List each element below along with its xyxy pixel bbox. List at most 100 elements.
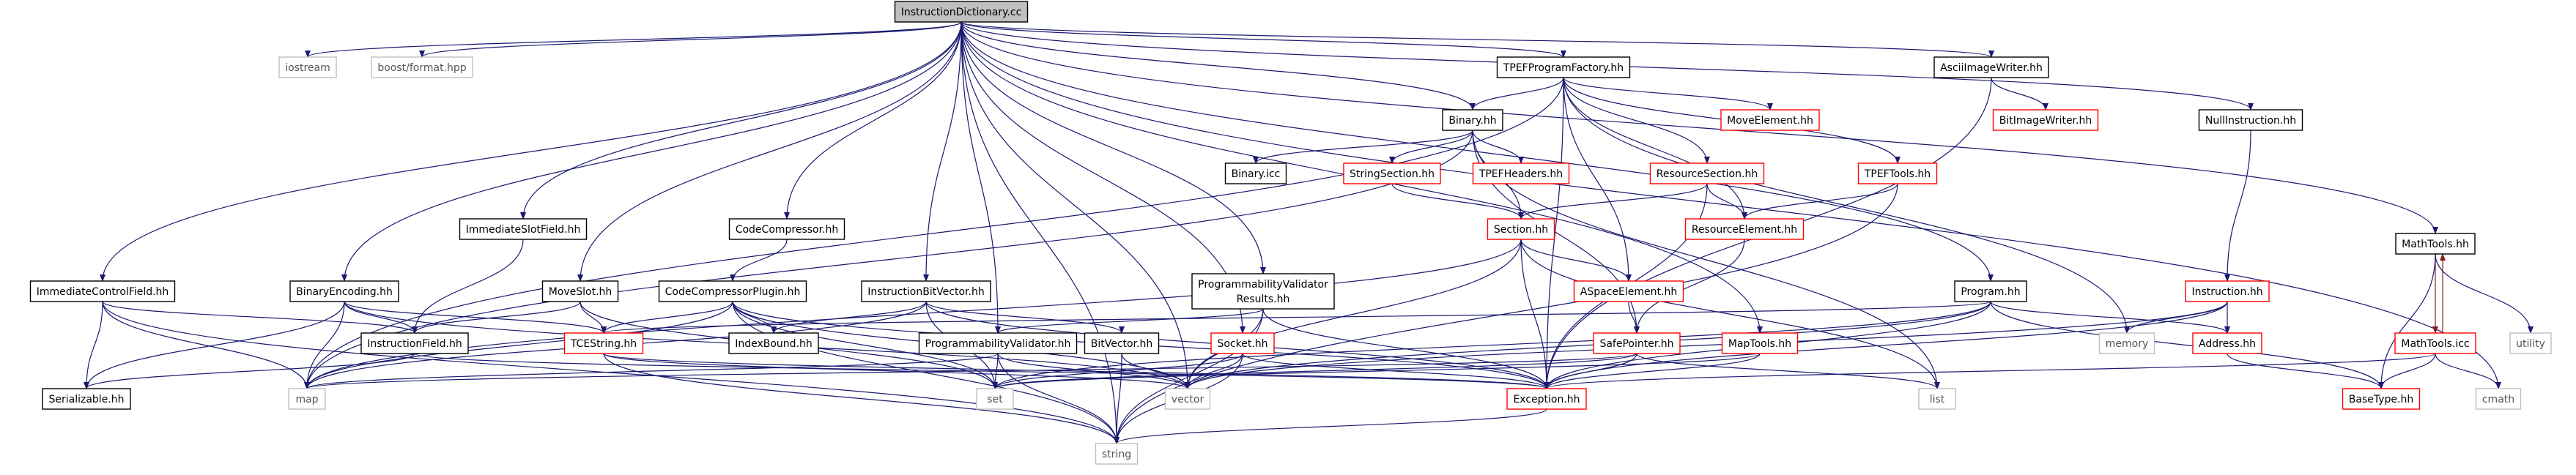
node-mathtoolsicc[interactable]: MathTools.icc [2394, 332, 2476, 354]
edge-resourceelement-to-safepointer [1634, 239, 1745, 334]
node-instructionfield[interactable]: InstructionField.hh [360, 332, 469, 354]
node-serializable[interactable]: Serializable.hh [42, 388, 131, 410]
node-safepointer[interactable]: SafePointer.hh [1593, 332, 1681, 354]
node-resourcesection[interactable]: ResourceSection.hh [1649, 162, 1765, 184]
node-label: BinaryEncoding.hh [296, 286, 393, 298]
node-tpeftools[interactable]: TPEFTools.hh [1857, 162, 1938, 184]
edge-tpeftools-to-string [1114, 183, 1898, 444]
node-binaryencoding[interactable]: BinaryEncoding.hh [289, 280, 399, 302]
edge-root-to-immcontrolfield [100, 21, 962, 282]
node-exception[interactable]: Exception.hh [1506, 388, 1587, 410]
node-label: utility [2516, 338, 2545, 350]
node-label: Instruction.hh [2191, 286, 2262, 298]
edge-program-to-set [992, 301, 1991, 389]
edge-progvalidator-to-map [304, 353, 999, 389]
edge-ccplugin-to-map [304, 301, 733, 389]
node-tpefheaders[interactable]: TPEFHeaders.hh [1472, 162, 1570, 184]
node-program[interactable]: Program.hh [1954, 280, 2027, 302]
node-box [1933, 56, 2049, 78]
node-box [1343, 162, 1441, 184]
node-box [1496, 56, 1631, 78]
edge-resourcesection-to-section [1518, 183, 1708, 220]
edge-mathtoolsicc-to-cmath [2435, 353, 2501, 389]
node-mathtools[interactable]: MathTools.hh [2395, 233, 2476, 255]
node-bitvector[interactable]: BitVector.hh [1084, 332, 1160, 354]
node-asciiwriter[interactable]: AsciiImageWriter.hh [1933, 56, 2049, 78]
node-socket[interactable]: Socket.hh [1210, 332, 1275, 354]
node-box [1992, 109, 2099, 131]
node-box [1593, 332, 1681, 354]
edge-root-to-mathtools [961, 21, 2438, 234]
node-instrbitvector[interactable]: InstructionBitVector.hh [861, 280, 991, 302]
edge-program-to-address [1990, 301, 2230, 334]
edge-root-to-tpeffactory [961, 21, 1566, 58]
edge-address-to-basetype [2227, 353, 2384, 389]
node-label: ASpaceElement.hh [1580, 286, 1677, 298]
node-map: map [288, 388, 326, 410]
edge-root-to-vector [961, 21, 1191, 389]
node-label: Exception.hh [1513, 394, 1580, 405]
node-tpeffactory[interactable]: TPEFProgramFactory.hh [1496, 56, 1631, 78]
node-label: SafePointer.hh [1599, 338, 1673, 350]
node-resourceelement[interactable]: ResourceElement.hh [1684, 218, 1805, 240]
node-maptools[interactable]: MapTools.hh [1721, 332, 1799, 354]
node-box [1210, 332, 1275, 354]
node-label: ImmediateControlField.hh [37, 286, 169, 298]
edge-mathtools-to-utility [2435, 253, 2534, 334]
node-box [459, 218, 588, 240]
node-aspaceelement[interactable]: ASpaceElement.hh [1573, 280, 1684, 302]
node-address[interactable]: Address.hh [2192, 332, 2262, 354]
node-label: ProgrammabilityValidator.hh [925, 338, 1071, 350]
edge-root-to-program [961, 21, 1994, 282]
node-immslotfield[interactable]: ImmediateSlotField.hh [459, 218, 588, 240]
node-label: MapTools.hh [1728, 338, 1791, 350]
edge-binaryencoding-to-map [304, 301, 345, 389]
node-moveslot[interactable]: MoveSlot.hh [541, 280, 619, 302]
node-stringsection[interactable]: StringSection.hh [1343, 162, 1441, 184]
node-label: MoveElement.hh [1727, 115, 1813, 127]
node-indexbound[interactable]: IndexBound.hh [728, 332, 819, 354]
node-cmath: cmath [2475, 388, 2522, 410]
node-immcontrolfield[interactable]: ImmediateControlField.hh [29, 280, 176, 302]
node-box [1954, 280, 2027, 302]
edge-resourcesection-to-resourceelement [1706, 183, 1747, 220]
node-label: string [1102, 449, 1131, 460]
edge-socket-to-vector [1185, 353, 1243, 389]
edge-root-to-cmath [961, 21, 2501, 389]
edge-tpeffactory-to-moveelement [1563, 77, 1773, 111]
node-box [42, 388, 131, 410]
edge-program-to-tcestring [601, 301, 1991, 334]
node-ccplugin[interactable]: CodeCompressorPlugin.hh [658, 280, 807, 302]
edge-tpeffactory-to-binary [1470, 77, 1564, 111]
node-codecompressor[interactable]: CodeCompressor.hh [728, 218, 845, 240]
node-label: ResourceSection.hh [1657, 168, 1758, 180]
node-binaryicc[interactable]: Binary.icc [1224, 162, 1287, 184]
node-binary[interactable]: Binary.hh [1442, 109, 1503, 131]
node-root[interactable]: InstructionDictionary.cc [894, 1, 1029, 23]
node-label: BitImageWriter.hh [1999, 115, 2092, 127]
node-nullinstr[interactable]: NullInstruction.hh [2198, 109, 2303, 131]
node-section[interactable]: Section.hh [1487, 218, 1555, 240]
node-moveelement[interactable]: MoveElement.hh [1720, 109, 1820, 131]
node-box [278, 56, 337, 78]
edge-root-to-progvalidator [961, 21, 1001, 334]
node-label: TPEFTools.hh [1864, 168, 1931, 180]
edge-ccplugin-to-indexbound [732, 301, 777, 334]
node-basetype[interactable]: BaseType.hh [2342, 388, 2421, 410]
edge-mathtools-to-basetype [2378, 253, 2436, 389]
edge-progvalresults-to-progvalidator [995, 308, 1264, 334]
edge-root-to-immslotfield [520, 21, 962, 220]
node-label: IndexBound.hh [735, 338, 813, 350]
edge-root-to-binary [961, 21, 1476, 111]
node-bitimagewriter[interactable]: BitImageWriter.hh [1992, 109, 2099, 131]
edge-ccplugin-to-set [732, 301, 998, 389]
edge-safepointer-to-list [1636, 353, 1940, 389]
node-tcestring[interactable]: TCEString.hh [563, 332, 644, 354]
node-progvalidator[interactable]: ProgrammabilityValidator.hh [918, 332, 1078, 354]
node-boostformat: boost/format.hpp [371, 56, 473, 78]
edge-tcestring-to-string [603, 353, 1119, 444]
edge-root-to-codecompressor [784, 21, 962, 220]
node-box [728, 218, 845, 240]
node-instruction[interactable]: Instruction.hh [2185, 280, 2270, 302]
